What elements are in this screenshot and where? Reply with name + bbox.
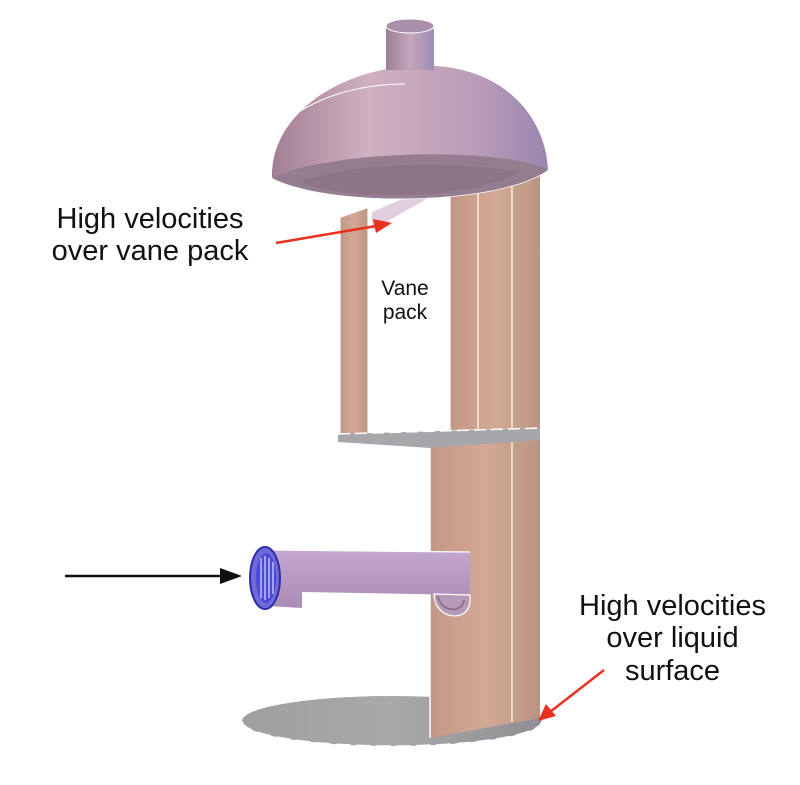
liquid-surface-velocity-label-line2: over liquid	[606, 622, 739, 655]
vane-pack-velocity-label-line1: High velocities	[56, 203, 244, 235]
inlet-pipe-top-edge	[267, 549, 471, 553]
liquid-surface-velocity-label: High velocities over liquid surface	[560, 590, 785, 687]
top-nozzle-mouth	[385, 18, 435, 34]
inlet-flow-arrow	[65, 568, 242, 584]
upper-left-wall	[340, 208, 368, 440]
vane-pack-velocity-label-line2: over vane pack	[51, 235, 249, 268]
top-dome-opening	[300, 164, 520, 196]
vane-pack-velocity-arrow	[275, 219, 392, 245]
vane-pack-label: Vane pack	[360, 277, 450, 325]
vane-pack-floor	[338, 428, 540, 448]
vane-pack-label-line2: pack	[382, 301, 428, 325]
liquid-surface-velocity-arrow	[538, 669, 605, 721]
upper-right-wall-edges	[449, 155, 513, 430]
top-nozzle	[386, 26, 434, 70]
liquid-surface-velocity-label-line1: High velocities	[579, 590, 766, 622]
inlet-elbow-inner	[437, 595, 465, 611]
vane-pack-panel	[372, 180, 446, 436]
inlet-elbow	[433, 593, 471, 617]
inlet-pipe	[268, 550, 470, 608]
inlet-distributor-slots	[260, 556, 274, 600]
vane-pack-label-line1: Vane	[381, 277, 429, 300]
liquid-surface-velocity-label-line3: surface	[624, 654, 721, 687]
vane-pack-velocity-label: High velocities over vane pack	[30, 203, 270, 268]
top-dome-seam	[289, 83, 406, 119]
upper-right-wall	[450, 150, 540, 430]
upper-left-wall-edge	[339, 208, 369, 440]
liquid-surface-edge	[241, 720, 543, 747]
